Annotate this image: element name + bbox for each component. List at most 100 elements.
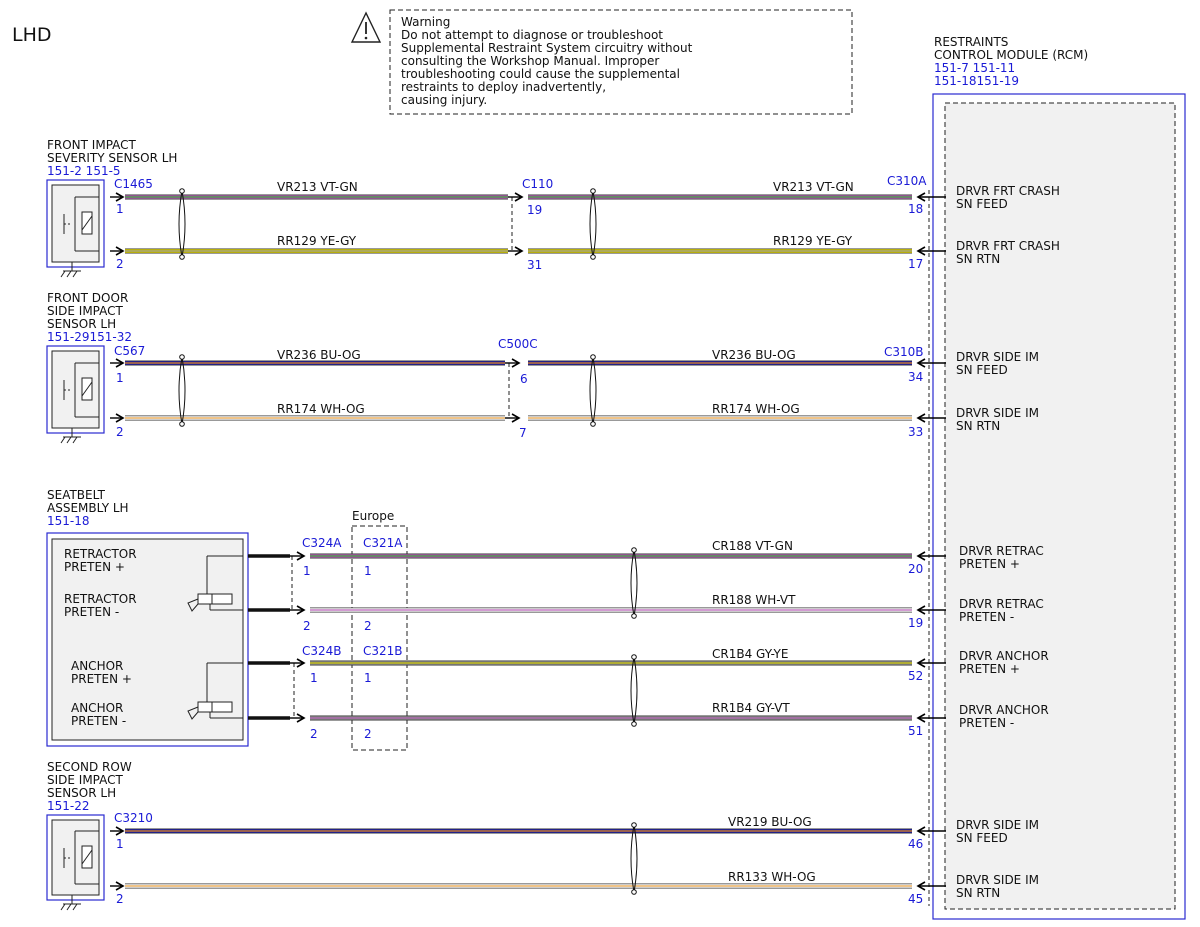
pin-number: 1 <box>364 671 372 685</box>
rcm-pin-label: DRVR FRT CRASH <box>956 239 1060 253</box>
connector-c567-link[interactable]: C567 <box>114 344 145 358</box>
pretensioner-squib-icon <box>187 662 243 720</box>
rcm-title: CONTROL MODULE (RCM) <box>934 48 1088 62</box>
seatbelt-inner-label: PRETEN + <box>64 560 125 574</box>
seatbelt-inner-label: RETRACTOR <box>64 592 137 606</box>
wire-label: VR236 BU-OG <box>277 348 361 362</box>
pin-number: 31 <box>527 258 542 272</box>
second-row-sensor: SECOND ROW SIDE IMPACT SENSOR LH 151-22 <box>46 760 132 911</box>
component-name: SENSOR LH <box>47 786 116 800</box>
component-name: FRONT DOOR <box>47 291 128 305</box>
wire-label: CR188 VT-GN <box>712 539 793 553</box>
rcm-pin-label: PRETEN + <box>959 662 1020 676</box>
twist-node <box>631 547 637 553</box>
wire-label: VR236 BU-OG <box>712 348 796 362</box>
front-impact-sensor: FRONT IMPACT SEVERITY SENSOR LH 151-2 15… <box>46 138 177 278</box>
pin-number: 20 <box>908 562 923 576</box>
pin-number: 1 <box>310 671 318 685</box>
pin-number: 18 <box>908 202 923 216</box>
seatbelt-inner-label: PRETEN - <box>64 605 119 619</box>
rcm-pin-label: DRVR FRT CRASH <box>956 184 1060 198</box>
twist-node <box>179 421 185 427</box>
rcm-module: RESTRAINTS CONTROL MODULE (RCM) 151-7 15… <box>928 35 1186 920</box>
rcm-pin-label: PRETEN - <box>959 610 1014 624</box>
component-name: SENSOR LH <box>47 317 116 331</box>
connector-c324b-link[interactable]: C324B <box>302 644 342 658</box>
connector-c500c-link[interactable]: C500C <box>498 337 538 351</box>
rcm-pin-label: DRVR SIDE IM <box>956 818 1039 832</box>
twist-node <box>631 822 637 828</box>
wire-label: VR213 VT-GN <box>773 180 854 194</box>
rcm-pin-label: PRETEN - <box>959 716 1014 730</box>
component-ref-link[interactable]: 151-22 <box>47 799 90 813</box>
connector-c321a-link[interactable]: C321A <box>363 536 403 550</box>
pin-number: 2 <box>116 425 124 439</box>
rcm-pin-label: SN FEED <box>956 197 1008 211</box>
wire-label: RR1B4 GY-VT <box>712 701 790 715</box>
seatbelt-inner-label: RETRACTOR <box>64 547 137 561</box>
component-ref-link[interactable]: 151-29151-32 <box>47 330 132 344</box>
wire-label: RR188 WH-VT <box>712 593 796 607</box>
pin-number: 1 <box>116 371 124 385</box>
twisted-pair-icon <box>630 824 638 893</box>
component-ref-link[interactable]: 151-2 151-5 <box>47 164 121 178</box>
warning-line: troubleshooting could cause the suppleme… <box>401 67 680 81</box>
wire-label: CR1B4 GY-YE <box>712 647 788 661</box>
rcm-ref-link[interactable]: 151-18151-19 <box>934 74 1019 88</box>
twisted-pair-icon <box>630 549 638 617</box>
pretensioner-squib-icon <box>187 555 243 612</box>
pin-number: 45 <box>908 892 923 906</box>
pin-number: 6 <box>520 372 528 386</box>
twist-node <box>590 188 596 194</box>
europe-option-box: Europe <box>351 509 408 751</box>
warning-box: Warning Do not attempt to diagnose or tr… <box>350 9 853 115</box>
sensor-symbol-icon <box>63 830 99 885</box>
wire-label: RR174 WH-OG <box>712 402 800 416</box>
warning-line: causing injury. <box>401 93 487 107</box>
pin-number: 2 <box>364 619 372 633</box>
ground-icon <box>60 262 81 278</box>
twist-node <box>590 354 596 360</box>
rcm-ref-link[interactable]: 151-7 151-11 <box>934 61 1015 75</box>
pin-number: 19 <box>908 616 923 630</box>
component-name: SEVERITY SENSOR LH <box>47 151 177 165</box>
rcm-pin-label: DRVR RETRAC <box>959 597 1044 611</box>
wire-label: RR133 WH-OG <box>728 870 816 884</box>
twist-node <box>179 354 185 360</box>
europe-label: Europe <box>352 509 394 523</box>
rcm-pin-labels: DRVR FRT CRASH SN FEED DRVR FRT CRASH SN… <box>956 184 1060 900</box>
pin-number: 1 <box>116 837 124 851</box>
pin-number: 17 <box>908 257 923 271</box>
connector-labels: C1465 C110 C310A C567 C500C C310B C324A … <box>114 174 927 825</box>
component-name: SECOND ROW <box>47 760 132 774</box>
component-ref-link[interactable]: 151-18 <box>47 514 90 528</box>
connector-c310a-link[interactable]: C310A <box>887 174 927 188</box>
connector-c321b-link[interactable]: C321B <box>363 644 403 658</box>
wire-label: RR129 YE-GY <box>773 234 853 248</box>
pin-number: 51 <box>908 724 923 738</box>
twist-node <box>179 254 185 260</box>
twist-node <box>590 421 596 427</box>
component-name: FRONT IMPACT <box>47 138 137 152</box>
twisted-pair-icon <box>589 356 597 425</box>
rcm-pin-label: SN FEED <box>956 363 1008 377</box>
twisted-pair-icon <box>589 190 597 258</box>
connector-c3210-link[interactable]: C3210 <box>114 811 153 825</box>
connector-c1465-link[interactable]: C1465 <box>114 177 153 191</box>
component-name: SEATBELT <box>47 488 106 502</box>
seatbelt-inner-label: PRETEN + <box>71 672 132 686</box>
seatbelt-inner-label: ANCHOR <box>71 659 123 673</box>
connector-c310b-link[interactable]: C310B <box>884 345 924 359</box>
twist-node <box>631 889 637 895</box>
connector-c324a-link[interactable]: C324A <box>302 536 342 550</box>
warning-triangle-icon <box>350 11 382 43</box>
sensor-symbol-icon <box>63 362 99 418</box>
connector-c110-link[interactable]: C110 <box>522 177 553 191</box>
wire-label: VR213 VT-GN <box>277 180 358 194</box>
pin-number: 1 <box>303 564 311 578</box>
pin-number: 33 <box>908 425 923 439</box>
pin-number: 19 <box>527 203 542 217</box>
pin-number: 1 <box>364 564 372 578</box>
twist-node <box>631 613 637 619</box>
